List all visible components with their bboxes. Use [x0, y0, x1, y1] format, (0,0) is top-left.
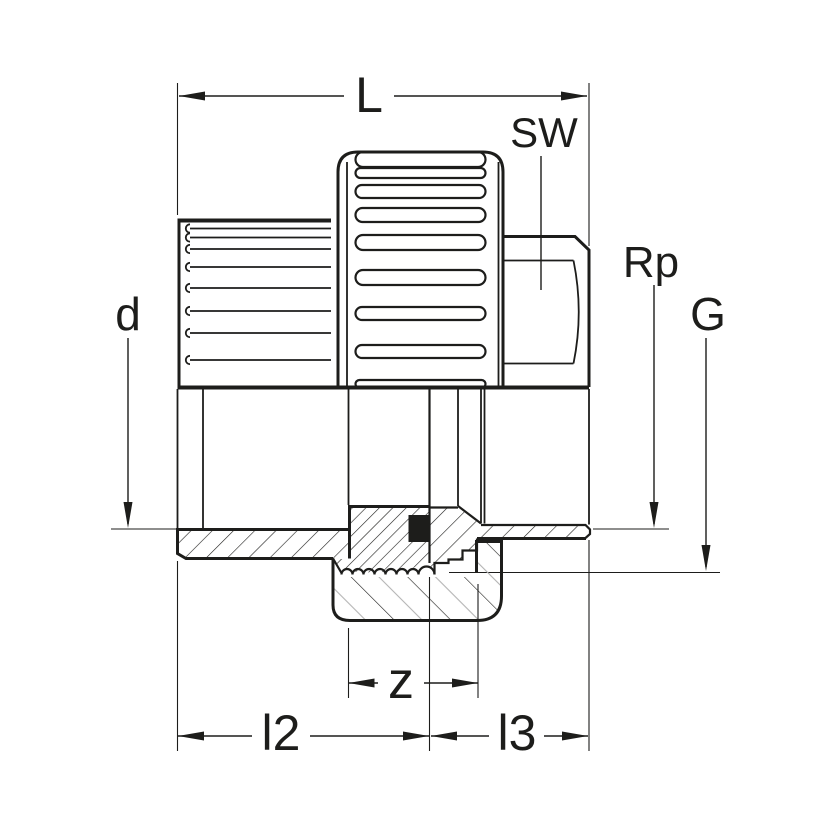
hatching-socket-wall	[178, 529, 348, 559]
arrowhead-right	[562, 731, 588, 741]
dim-label-Rp: Rp	[623, 238, 679, 287]
nut-ribs	[354, 150, 487, 390]
dim-label-l2: l2	[262, 705, 301, 761]
dim-label-L: L	[355, 67, 383, 123]
label-thread-g: G	[690, 288, 726, 571]
dim-label-z: z	[388, 652, 414, 710]
label-socket-diameter: d	[111, 288, 177, 530]
label-thread-rp: Rp	[593, 238, 679, 530]
hex-end-body	[504, 235, 591, 387]
arrowhead-right	[403, 731, 429, 741]
label-wrench-size: SW	[510, 109, 578, 290]
seal-ring	[408, 515, 430, 542]
dimension-overall-length: L	[176, 67, 590, 246]
socket-ribs	[184, 223, 331, 366]
arrowhead-left	[179, 91, 205, 101]
arrowhead-down	[701, 545, 711, 571]
arrowhead-left	[431, 731, 457, 741]
dimension-gap-z: z	[347, 584, 479, 710]
arrowhead-right	[452, 678, 478, 688]
dimension-l3: l3	[431, 540, 590, 761]
arrowhead-down	[649, 502, 659, 528]
hex-top-and-right-edge	[504, 235, 591, 387]
union-nut-body	[336, 150, 505, 390]
dim-label-l3: l3	[498, 705, 537, 761]
arrowhead-left	[178, 731, 204, 741]
socket-wall-outline	[176, 528, 349, 560]
bore-entry-chamfer	[457, 505, 482, 525]
dim-label-G: G	[690, 288, 726, 340]
thread-bore-line	[481, 523, 592, 539]
socket-wall-section	[176, 528, 349, 560]
bore-edges	[176, 389, 590, 528]
flange-steps	[433, 538, 479, 575]
dimension-l2: l2	[176, 561, 431, 761]
dim-label-SW: SW	[510, 109, 578, 156]
arrowhead-right	[561, 91, 587, 101]
arrowhead-left	[348, 678, 375, 688]
hex-corner-arc	[572, 260, 580, 364]
socket-end-body	[177, 218, 331, 387]
arrowhead-down	[123, 502, 133, 528]
socket-end-outline	[348, 505, 430, 559]
nut-section-outline	[331, 540, 503, 622]
dim-label-d: d	[115, 288, 141, 340]
